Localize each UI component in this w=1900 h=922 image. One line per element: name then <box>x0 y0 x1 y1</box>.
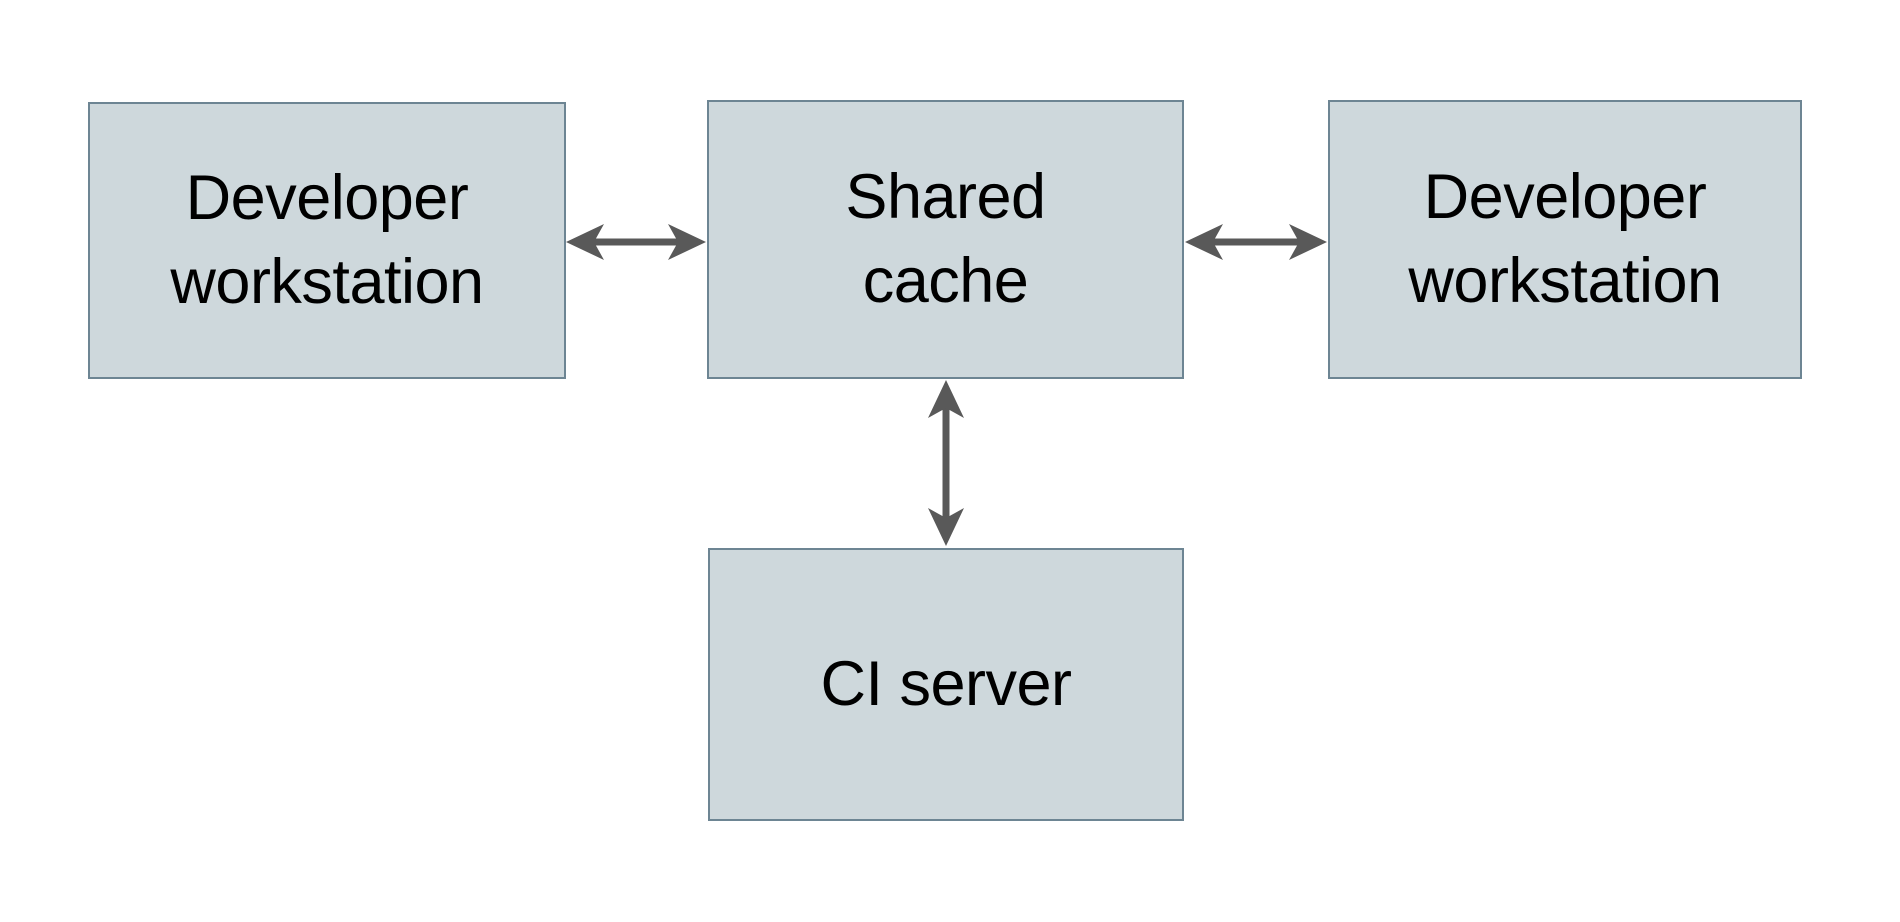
node-label: CI server <box>820 648 1072 719</box>
arrowhead-left-icon <box>1185 224 1223 260</box>
node-label: Shared cache <box>845 162 1046 316</box>
connector-shared-cache-to-dev-right[interactable] <box>1185 224 1327 260</box>
arrowhead-right-icon <box>1289 224 1327 260</box>
arrowhead-up-icon <box>928 380 964 418</box>
connector-ci-server-to-shared-cache[interactable] <box>928 380 964 546</box>
arrowhead-right-icon <box>668 224 706 260</box>
node-ci-server[interactable]: CI server <box>708 548 1184 821</box>
arrowhead-left-icon <box>566 224 604 260</box>
node-label: Developer workstation <box>1408 162 1722 316</box>
arrowhead-down-icon <box>928 508 964 546</box>
node-label: Developer workstation <box>170 163 484 317</box>
node-developer-workstation-right[interactable]: Developer workstation <box>1328 100 1802 379</box>
node-developer-workstation-left[interactable]: Developer workstation <box>88 102 566 379</box>
connector-dev-left-to-shared-cache[interactable] <box>566 224 706 260</box>
node-shared-cache[interactable]: Shared cache <box>707 100 1184 379</box>
